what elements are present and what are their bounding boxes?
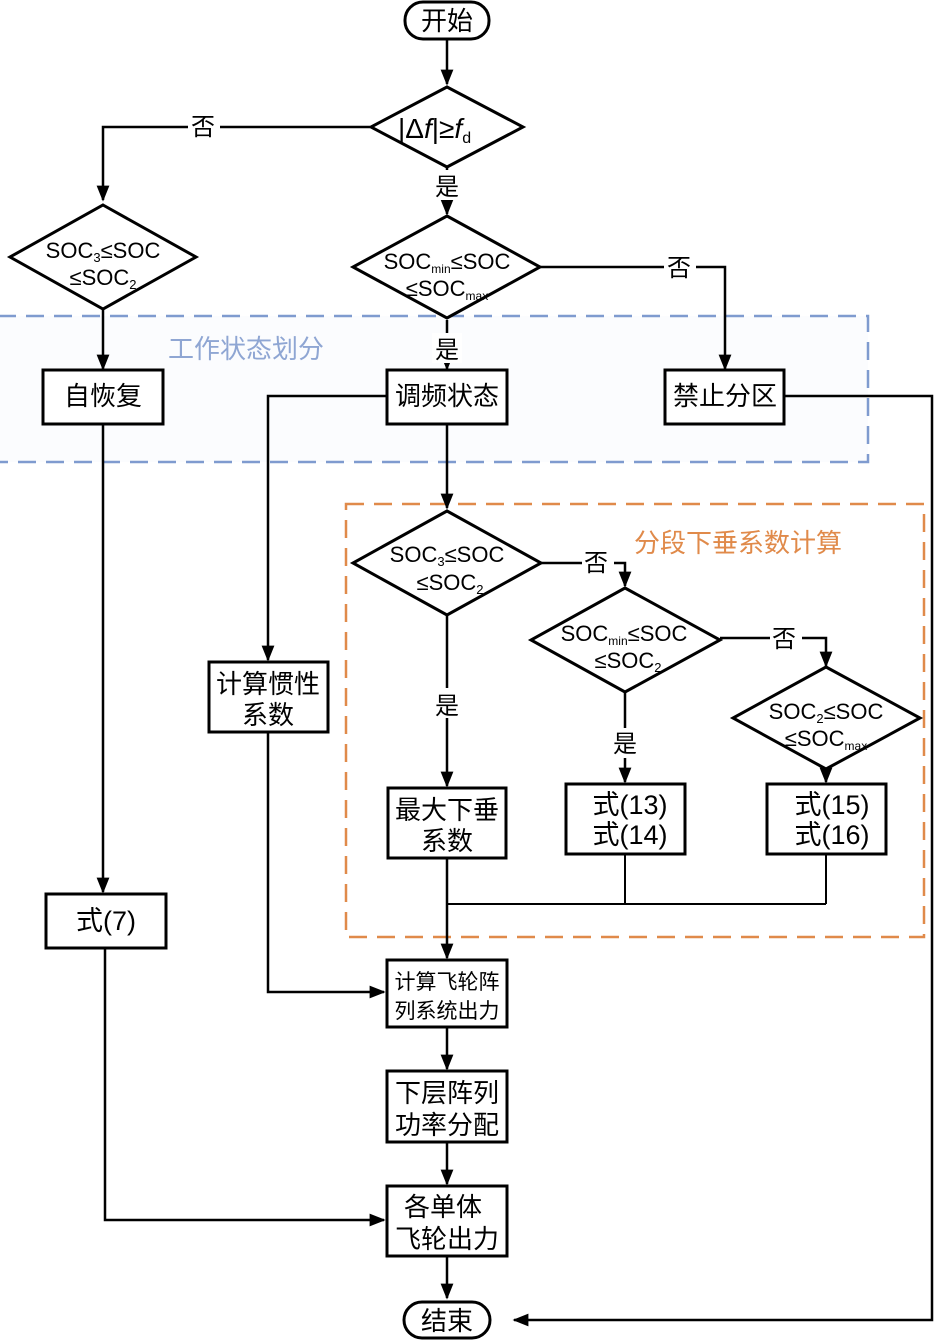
edge-mid-no [540,265,732,371]
node-inertia-line1: 计算惯性 [216,670,320,700]
decision-pw-soc1[interactable]: SOC3≤SOC ≤SOC2 [349,509,545,617]
node-self-recover-label: 自恢复 [64,382,142,412]
node-end-label: 结束 [421,1307,473,1337]
label-pw2-no: 否 [772,625,796,653]
node-eq7-label: 式(7) [76,906,136,936]
node-forbidden-label: 禁止分区 [673,382,777,412]
edge-labels: 否 是 否 是 否 是 否 是 [188,112,802,758]
label-df-no: 否 [191,113,215,141]
node-array-output-line2: 列系统出力 [395,999,500,1023]
edge-forbidden-to-end [512,394,934,1327]
edge-eq7-to-unit [103,948,386,1227]
node-array-output-line1: 计算飞轮阵 [395,970,500,994]
label-mid-yes: 是 [435,336,459,364]
decision-pw-soc3[interactable]: SOC2≤SOC ≤SOCmax [729,665,924,771]
decision-pw-soc1-line2: ≤SOC2 [417,570,484,597]
decision-left-soc-line1: SOC3≤SOC [46,238,161,265]
decision-left-soc[interactable]: SOC3≤SOC ≤SOC2 [6,203,200,311]
label-df-yes: 是 [435,173,459,201]
node-eq15-16-line2: 式(16) [794,820,869,850]
label-pw1-yes: 是 [435,692,459,720]
node-start[interactable]: 开始 [403,0,491,41]
decision-delta-f-label: |Δf|≥fd [398,113,471,147]
node-eq13-14-line1: 式(13) [592,790,667,820]
edge-pw1-no [540,561,632,588]
node-eq15-16[interactable]: 式(15) 式(16) [765,782,888,856]
node-unit-output[interactable]: 各单体 飞轮出力 [385,1184,509,1258]
edge-pw2-no [720,636,833,668]
node-end[interactable]: 结束 [402,1300,492,1340]
node-eq13-14[interactable]: 式(13) 式(14) [564,782,687,856]
label-pw2-yes: 是 [613,730,637,758]
node-max-droop-line1: 最大下垂 [395,796,499,826]
decision-pw-soc2-line1: SOCmin≤SOC [561,621,688,648]
node-lower-alloc-line1: 下层阵列 [395,1079,499,1109]
edge-freq-to-inertia [261,394,387,662]
decision-pw-soc3-line2: ≤SOCmax [785,726,867,753]
node-inertia[interactable]: 计算惯性 系数 [207,660,330,734]
decision-mid-soc-line1: SOCmin≤SOC [384,249,511,276]
decision-pw-soc1-line1: SOC3≤SOC [390,542,505,569]
decision-delta-f[interactable]: |Δf|≥fd [367,85,527,169]
node-start-label: 开始 [421,7,473,37]
node-forbidden[interactable]: 禁止分区 [663,368,786,426]
decision-pw-soc2[interactable]: SOCmin≤SOC ≤SOC2 [527,586,724,694]
group-label-piecewise: 分段下垂系数计算 [634,529,842,559]
group-piecewise: 分段下垂系数计算 [344,502,926,939]
node-eq7[interactable]: 式(7) [44,892,168,950]
node-max-droop-line2: 系数 [421,827,473,857]
node-unit-output-line2: 飞轮出力 [395,1225,499,1255]
node-inertia-line2: 系数 [242,701,294,731]
edge-inertia-to-array [266,732,386,999]
label-pw1-no: 否 [584,549,608,577]
decision-mid-soc[interactable]: SOCmin≤SOC ≤SOCmax [349,214,544,320]
node-eq15-16-line1: 式(15) [794,790,869,820]
decision-pw-soc2-line2: ≤SOC2 [595,648,662,675]
node-freq-reg[interactable]: 调频状态 [385,368,509,426]
decision-mid-soc-line2: ≤SOCmax [406,276,488,303]
edge-df-no [96,125,370,202]
node-self-recover[interactable]: 自恢复 [41,368,165,426]
node-lower-alloc[interactable]: 下层阵列 功率分配 [385,1069,509,1144]
node-max-droop[interactable]: 最大下垂 系数 [386,786,508,860]
decision-left-soc-line2: ≤SOC2 [70,265,137,292]
node-unit-output-line1: 各单体 [404,1193,482,1223]
node-lower-alloc-line2: 功率分配 [395,1111,499,1141]
node-eq13-14-line2: 式(14) [592,820,667,850]
group-label-work-state: 工作状态划分 [168,335,324,365]
decision-pw-soc3-line1: SOC2≤SOC [769,699,884,726]
node-array-output[interactable]: 计算飞轮阵 列系统出力 [385,958,509,1029]
node-freq-reg-label: 调频状态 [395,382,499,412]
label-mid-no: 否 [667,254,691,282]
